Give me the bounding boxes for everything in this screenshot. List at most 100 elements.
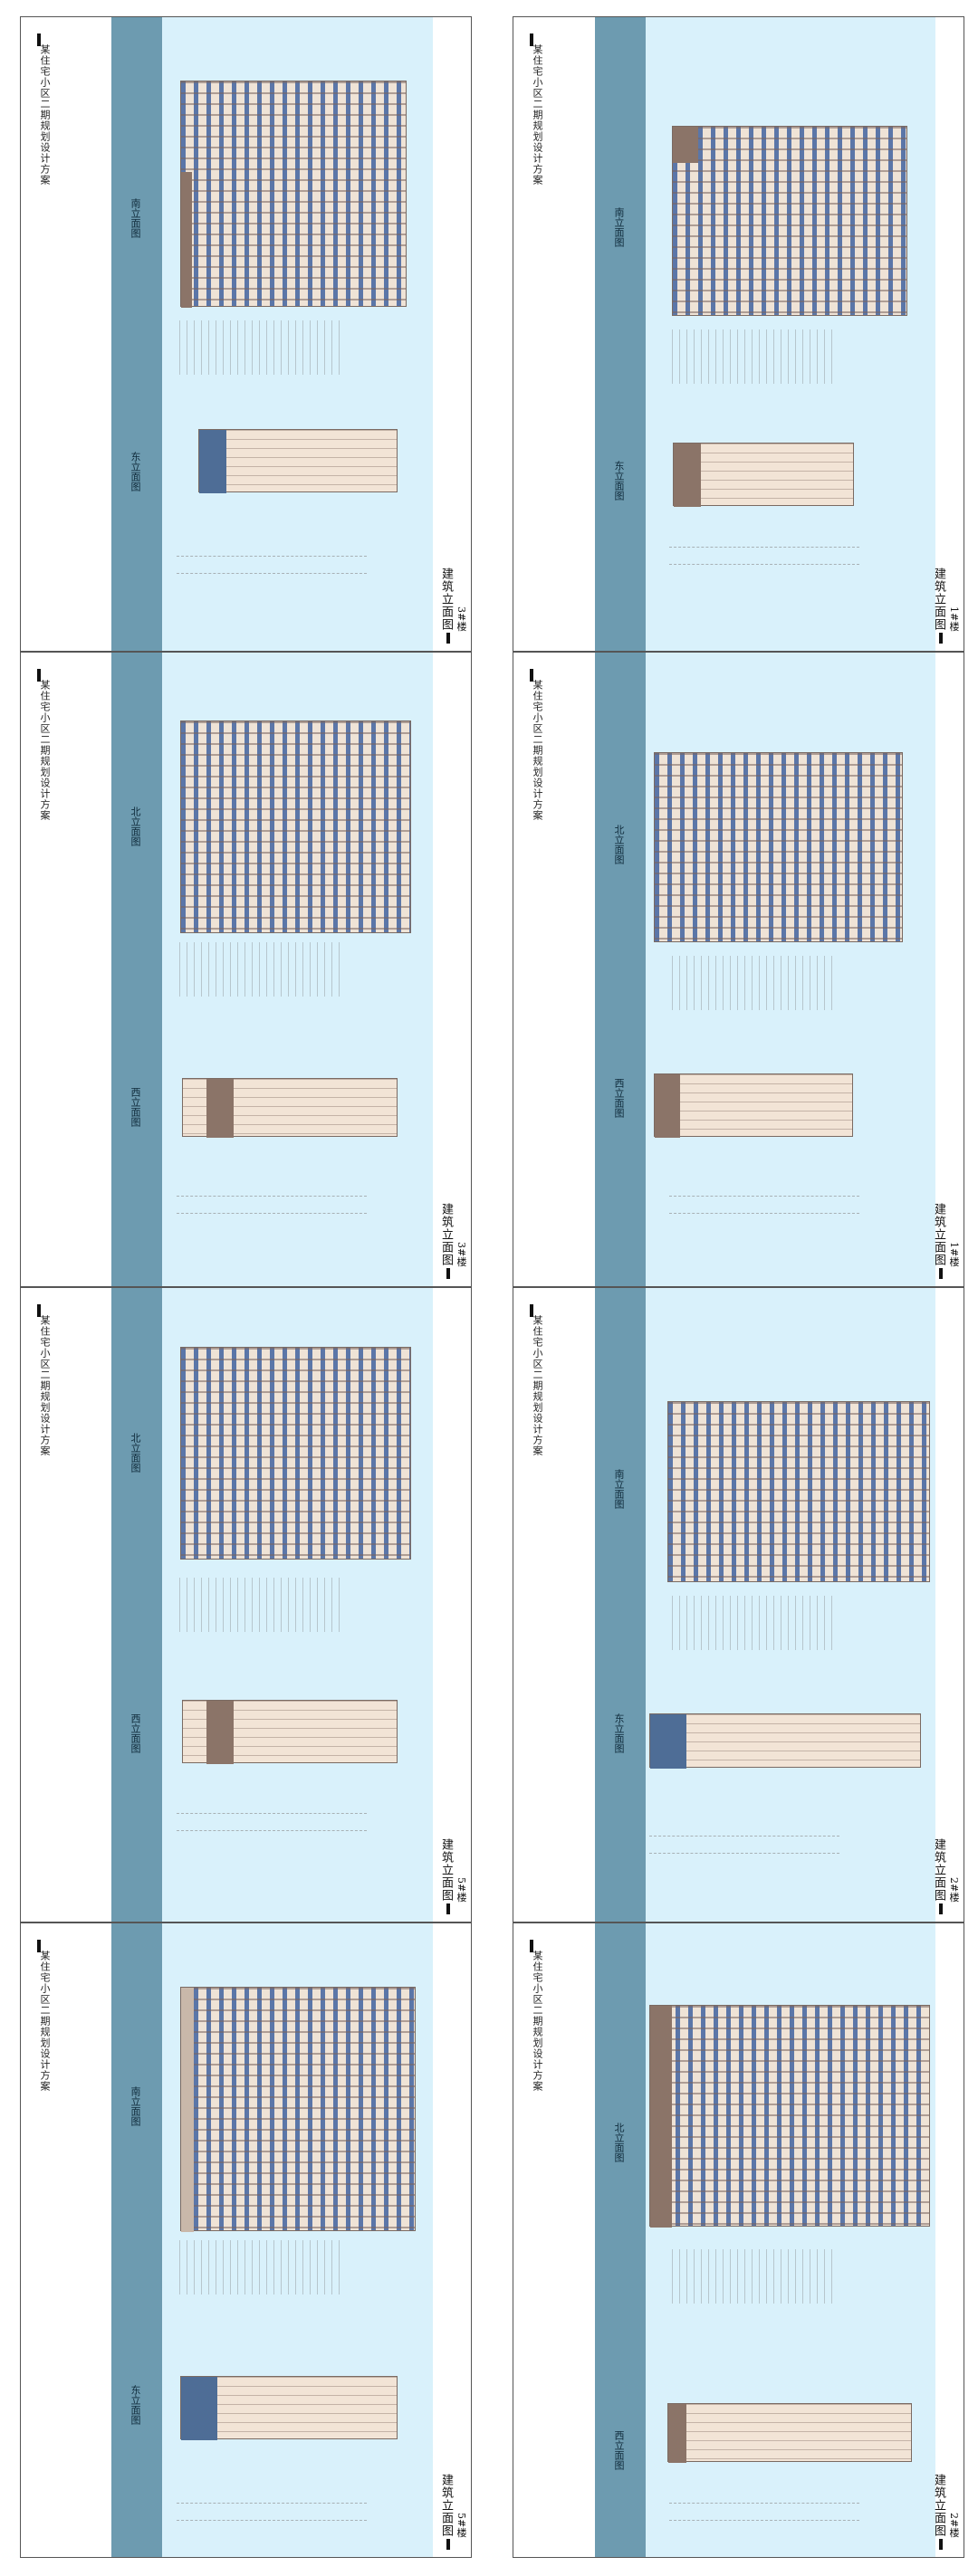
elevation-label: 西立面图 [613, 1078, 625, 1118]
north-elevation-drawing [180, 720, 411, 933]
dimension-lines [669, 2503, 859, 2521]
sky-background [646, 1288, 935, 1922]
sheet-title: 建筑立面图 [932, 1203, 945, 1266]
dimension-lines [177, 2503, 367, 2521]
elevation-label: 东立面图 [129, 452, 141, 491]
project-title: 某住宅小区二期规划设计方案 [532, 1951, 543, 2092]
elevation-label: 南立面图 [129, 198, 141, 238]
south-elevation-drawing [667, 1401, 930, 1582]
elevation-label: 南立面图 [613, 1469, 625, 1509]
dimension-lines [672, 1596, 835, 1650]
elevation-label: 北立面图 [613, 825, 625, 864]
elevation-label: 西立面图 [613, 2430, 625, 2470]
elevation-label: 北立面图 [129, 806, 141, 846]
project-title: 某住宅小区二期规划设计方案 [532, 1315, 543, 1456]
elevation-sheet: 某住宅小区二期规划设计方案 北立面图 西立面图 建筑立面图 5#楼 [20, 1287, 472, 1922]
title-marker [939, 633, 943, 644]
building-number: 5#楼 [455, 1876, 467, 1902]
sheet-title: 建筑立面图 [439, 568, 453, 631]
elevation-sheet: 某住宅小区二期规划设计方案 北立面图 西立面图 建筑立面图 3#楼 [20, 652, 472, 1287]
sheet-title: 建筑立面图 [439, 2474, 453, 2537]
building-number: 5#楼 [455, 2512, 467, 2537]
dimension-lines [672, 329, 835, 384]
north-elevation-drawing [654, 752, 903, 942]
ground-band [111, 17, 162, 651]
south-elevation-drawing [672, 126, 907, 316]
south-elevation-drawing [180, 81, 407, 308]
title-marker [939, 2539, 943, 2550]
east-elevation-drawing [673, 443, 854, 507]
title-marker [446, 2539, 450, 2550]
title-marker [446, 633, 450, 644]
elevation-sheet: 某住宅小区二期规划设计方案 南立面图 东立面图 建筑立面图 2#楼 [513, 1287, 964, 1922]
elevation-sheet: 某住宅小区二期规划设计方案 北立面图 西立面图 建筑立面图 2#楼 [513, 1922, 964, 2558]
project-title: 某住宅小区二期规划设计方案 [39, 680, 51, 821]
right-sheet-column: 某住宅小区二期规划设计方案 南立面图 东立面图 建筑立面图 1#楼 某住宅小区二… [513, 16, 964, 2560]
dimension-lines [672, 2249, 835, 2304]
dimension-lines [669, 1196, 859, 1214]
title-marker [530, 669, 533, 682]
dimension-lines [177, 1196, 367, 1214]
project-title: 某住宅小区二期规划设计方案 [39, 44, 51, 186]
title-marker [446, 1903, 450, 1914]
west-elevation-drawing [667, 2403, 912, 2463]
dimension-lines [672, 956, 835, 1010]
elevation-label: 北立面图 [129, 1433, 141, 1473]
north-elevation-drawing [649, 2005, 930, 2228]
dimension-lines [179, 2240, 342, 2295]
dimension-lines [177, 556, 367, 574]
project-title: 某住宅小区二期规划设计方案 [39, 1315, 51, 1456]
elevation-label: 南立面图 [129, 2086, 141, 2126]
elevation-sheet: 某住宅小区二期规划设计方案 南立面图 东立面图 建筑立面图 3#楼 [20, 16, 472, 652]
elevation-label: 西立面图 [129, 1087, 141, 1127]
building-number: 3#楼 [455, 606, 467, 631]
south-elevation-drawing [180, 1987, 416, 2232]
building-number: 1#楼 [948, 1241, 960, 1266]
ground-band [595, 1288, 646, 1922]
left-sheet-column: 某住宅小区二期规划设计方案 南立面图 东立面图 建筑立面图 3#楼 某住宅小区二… [20, 16, 472, 2560]
title-marker [37, 1940, 41, 1952]
building-number: 2#楼 [948, 1876, 960, 1902]
title-marker [530, 33, 533, 46]
north-elevation-drawing [180, 1347, 411, 1560]
project-title: 某住宅小区二期规划设计方案 [532, 680, 543, 821]
building-number: 2#楼 [948, 2512, 960, 2537]
elevation-label: 东立面图 [129, 2385, 141, 2425]
building-number: 1#楼 [948, 606, 960, 631]
dimension-lines [179, 320, 342, 375]
title-marker [37, 33, 41, 46]
west-elevation-drawing [182, 1078, 398, 1138]
sheet-title: 建筑立面图 [932, 568, 945, 631]
dimension-lines [669, 547, 859, 565]
east-elevation-drawing [649, 1713, 921, 1769]
ground-band [595, 653, 646, 1286]
ground-band [595, 17, 646, 651]
ground-band [595, 1923, 646, 2557]
title-marker [939, 1268, 943, 1279]
title-marker [939, 1903, 943, 1914]
building-number: 3#楼 [455, 1241, 467, 1266]
sheet-title: 建筑立面图 [932, 2474, 945, 2537]
sheet-title: 建筑立面图 [932, 1838, 945, 1902]
elevation-sheet: 某住宅小区二期规划设计方案 南立面图 东立面图 建筑立面图 5#楼 [20, 1922, 472, 2558]
elevation-label: 东立面图 [613, 461, 625, 501]
east-elevation-drawing [198, 429, 398, 493]
elevation-sheet: 某住宅小区二期规划设计方案 南立面图 东立面图 建筑立面图 1#楼 [513, 16, 964, 652]
west-elevation-drawing [654, 1073, 853, 1138]
elevation-label: 东立面图 [613, 1713, 625, 1753]
title-marker [37, 669, 41, 682]
elevation-label: 北立面图 [613, 2123, 625, 2162]
title-marker [530, 1304, 533, 1317]
ground-band [111, 653, 162, 1286]
dimension-lines [179, 1578, 342, 1632]
elevation-label: 南立面图 [613, 207, 625, 247]
title-marker [446, 1268, 450, 1279]
dimension-lines [179, 942, 342, 997]
project-title: 某住宅小区二期规划设计方案 [39, 1951, 51, 2092]
east-elevation-drawing [180, 2376, 398, 2440]
sky-background [646, 17, 935, 651]
elevation-label: 西立面图 [129, 1713, 141, 1753]
project-title: 某住宅小区二期规划设计方案 [532, 44, 543, 186]
ground-band [111, 1923, 162, 2557]
sheet-title: 建筑立面图 [439, 1838, 453, 1902]
